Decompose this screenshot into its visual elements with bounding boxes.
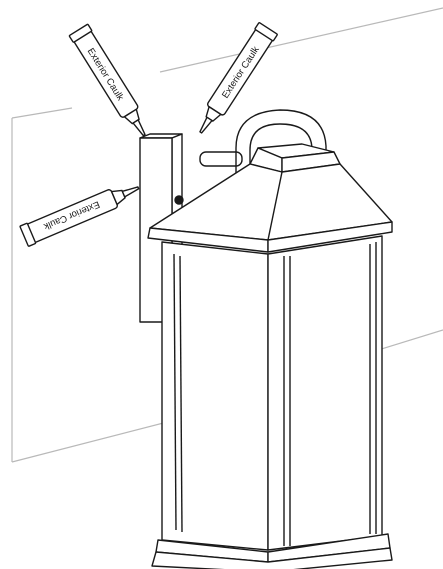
lantern-top [147, 143, 393, 253]
lantern-body [161, 235, 383, 551]
caulk-tube: Exterior Caulk [19, 186, 140, 247]
wall-outline [11, 7, 443, 463]
lantern-base [151, 533, 393, 569]
caulk-tube: Exterior Caulk [68, 23, 146, 137]
mounting-screw [174, 195, 184, 205]
caulk-tube: Exterior Caulk [199, 22, 278, 134]
